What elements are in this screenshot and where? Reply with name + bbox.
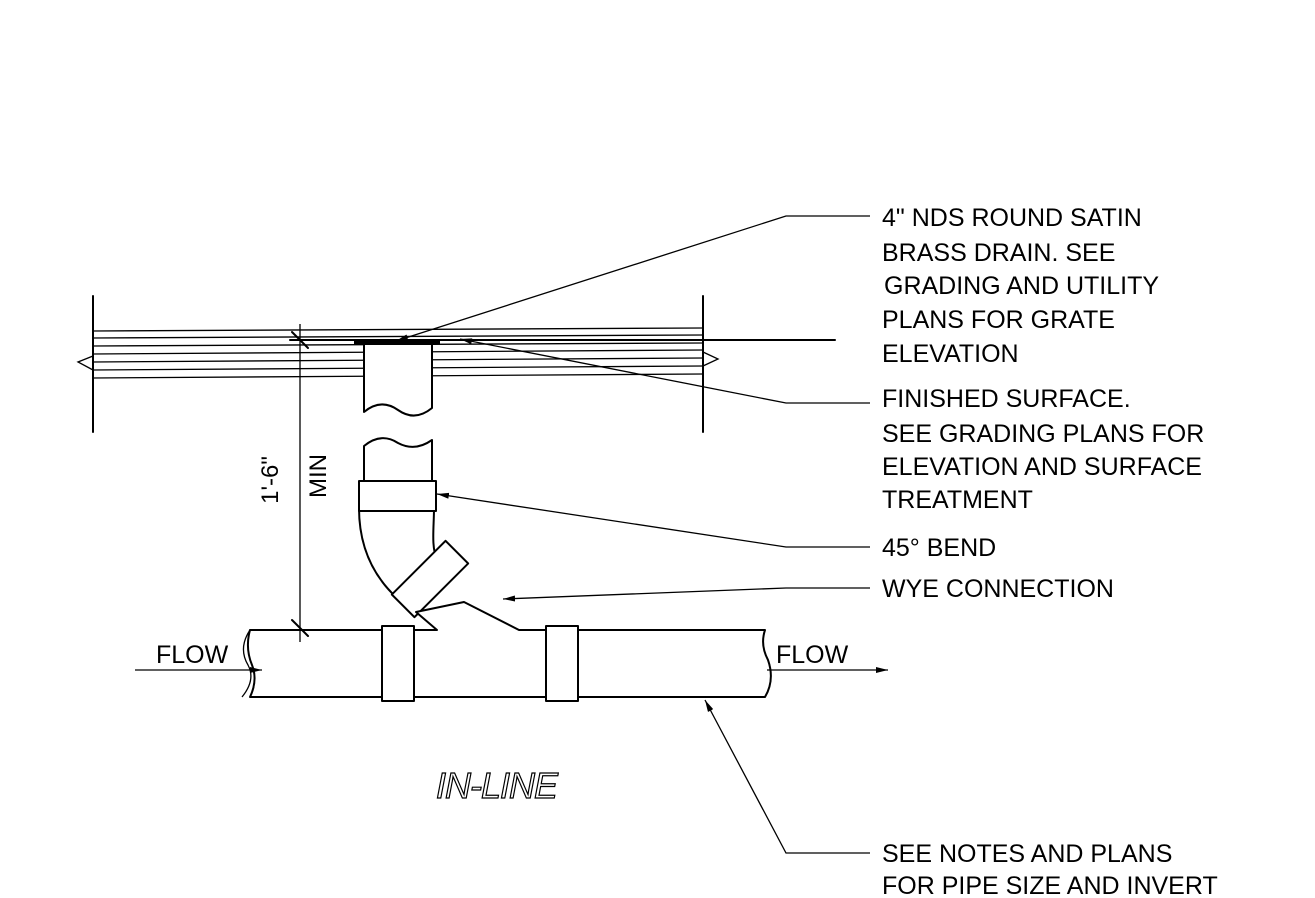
surface-note: FINISHED SURFACE. SEE GRADING PLANS FOR … xyxy=(882,385,1204,514)
flow-label-right: FLOW xyxy=(776,641,849,669)
surface-note-line: ELEVATION AND SURFACE xyxy=(882,453,1202,481)
bend-45 xyxy=(358,480,470,619)
dimension-qualifier: MIN xyxy=(305,454,332,498)
drain-note-line: PLANS FOR GRATE xyxy=(882,306,1115,334)
main-pipe xyxy=(241,601,772,702)
pipe-note-line: SEE NOTES AND PLANS xyxy=(882,840,1172,868)
wye-note: WYE CONNECTION xyxy=(882,575,1114,603)
vertical-dimension: 1'-6" MIN xyxy=(257,324,332,642)
brass-drain xyxy=(354,339,440,487)
drain-note-line: BRASS DRAIN. SEE xyxy=(882,239,1115,267)
pipe-note: SEE NOTES AND PLANS FOR PIPE SIZE AND IN… xyxy=(882,840,1218,898)
pipe-note-line: FOR PIPE SIZE AND INVERT xyxy=(882,872,1218,898)
surface-note-line: FINISHED SURFACE. xyxy=(882,385,1131,413)
surface-note-line: TREATMENT xyxy=(882,486,1033,514)
flow-label-left: FLOW xyxy=(156,641,229,669)
drain-note-line: GRADING AND UTILITY xyxy=(884,272,1159,300)
flow-arrows: FLOW FLOW xyxy=(135,641,888,673)
finished-surface-section xyxy=(76,295,836,433)
drain-note: 4" NDS ROUND SATIN BRASS DRAIN. SEE GRAD… xyxy=(882,204,1159,368)
drain-note-line: 4" NDS ROUND SATIN xyxy=(882,204,1142,232)
leader-lines xyxy=(395,215,870,854)
surface-note-line: SEE GRADING PLANS FOR xyxy=(882,420,1204,448)
view-title: IN-LINE xyxy=(436,765,559,806)
bend-note: 45° BEND xyxy=(882,534,996,562)
dimension-value: 1'-6" xyxy=(257,456,284,504)
drain-note-line: ELEVATION xyxy=(882,340,1019,368)
